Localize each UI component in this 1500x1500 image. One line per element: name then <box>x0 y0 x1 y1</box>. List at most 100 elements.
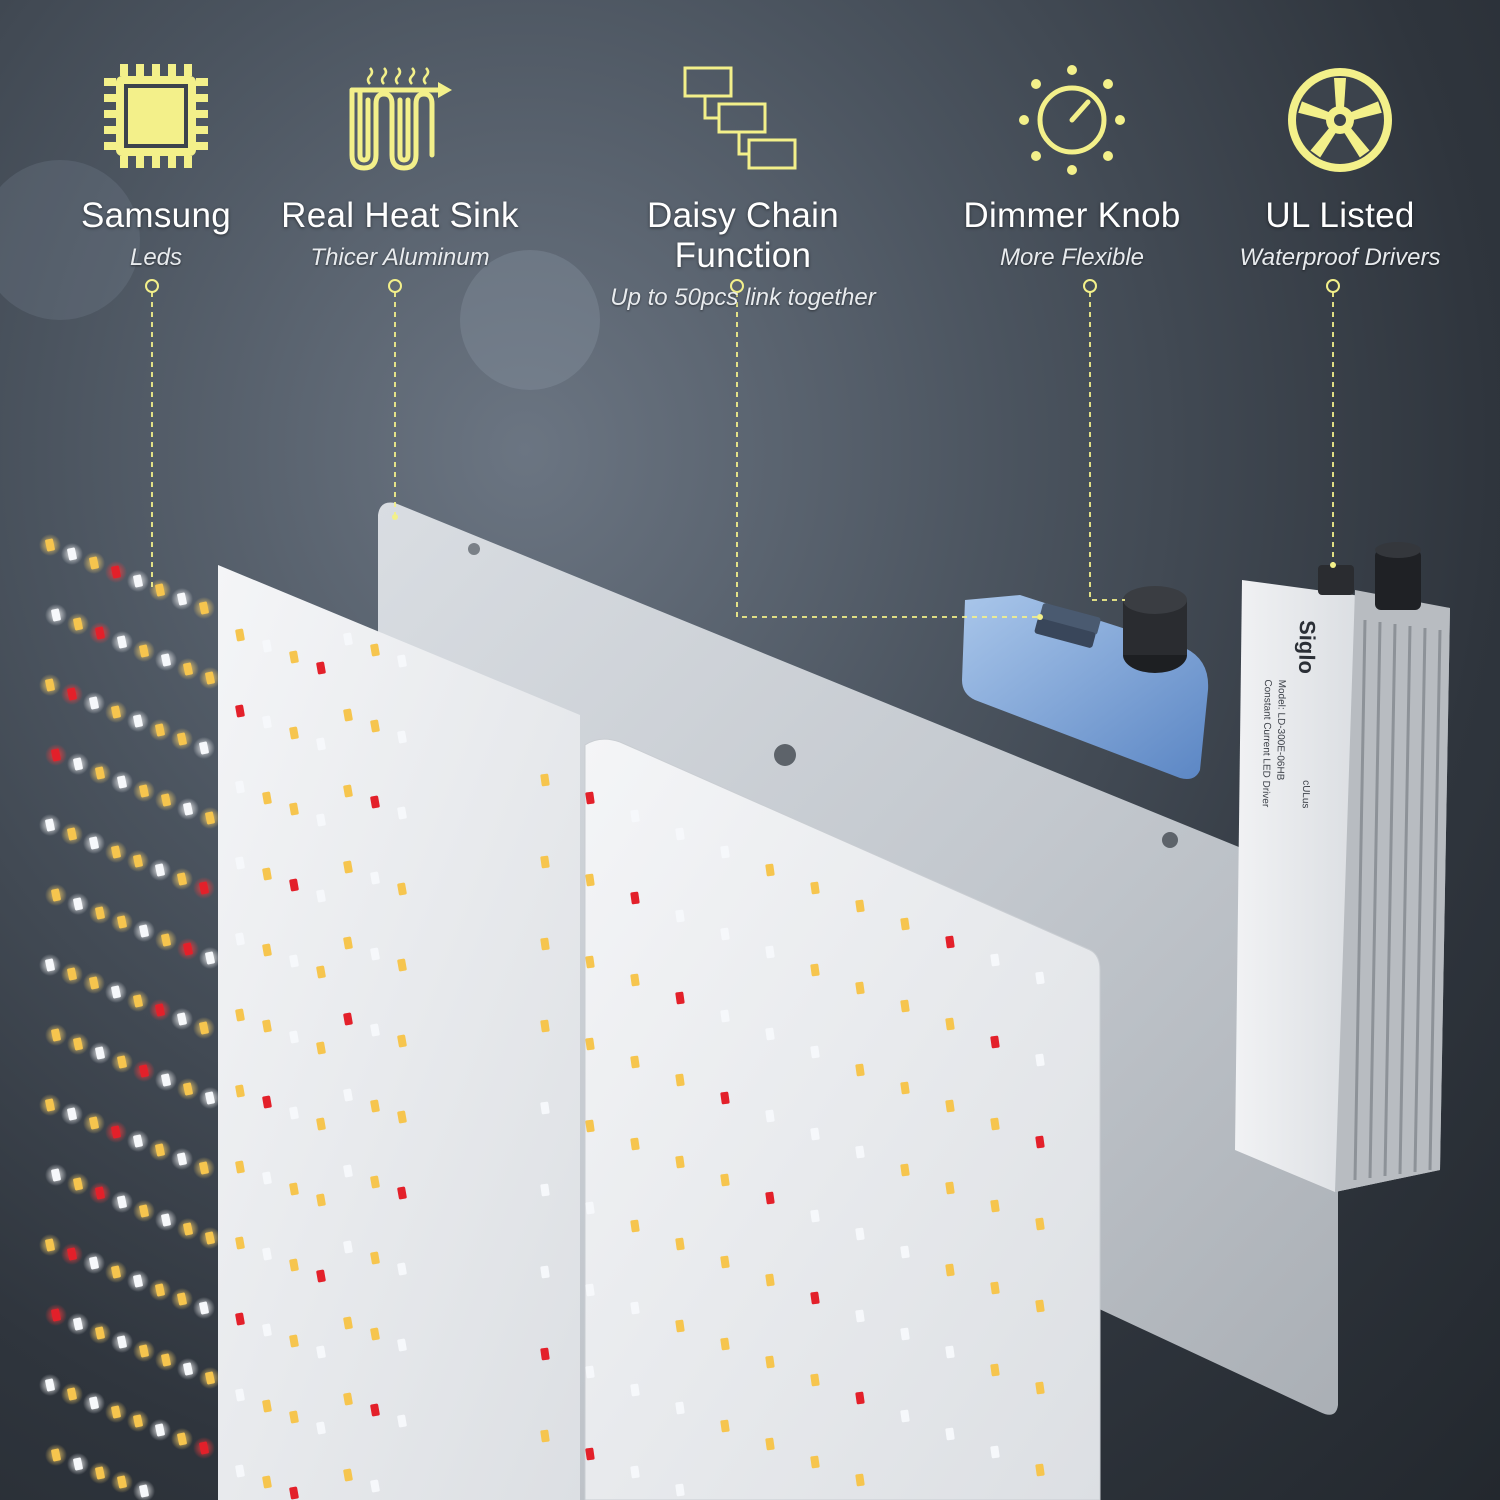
led-chip <box>95 1326 105 1340</box>
callout-markers <box>145 279 1340 293</box>
led-chip <box>397 958 407 972</box>
led-chip <box>316 1193 326 1207</box>
led-chip <box>89 1256 99 1270</box>
led-chip <box>139 1204 149 1218</box>
led-chip <box>289 1334 299 1348</box>
led-chip <box>139 784 149 798</box>
callout-endpoints <box>392 514 1336 620</box>
led-chip <box>161 933 171 947</box>
led-chip <box>155 723 165 737</box>
led-chip <box>139 1484 149 1498</box>
led-chip <box>199 601 209 615</box>
led-chip <box>765 863 775 877</box>
led-chip <box>133 1134 143 1148</box>
led-chip <box>945 1017 955 1031</box>
led-chip <box>89 1396 99 1410</box>
heat-sink-icon <box>349 67 452 171</box>
led-chip <box>370 1479 380 1493</box>
feature-title: Daisy Chain Function <box>647 196 839 275</box>
led-chip <box>1035 1135 1045 1149</box>
driver-model: Model: LD-300E-06HB <box>1274 680 1287 781</box>
led-chip <box>945 1263 955 1277</box>
led-chip <box>235 856 245 870</box>
led-chip <box>585 873 595 887</box>
led-chip <box>810 1455 820 1469</box>
led-chip <box>183 942 193 956</box>
led-chip <box>177 872 187 886</box>
led-chip <box>585 791 595 805</box>
led-chip <box>370 1175 380 1189</box>
led-chip <box>89 696 99 710</box>
led-chip <box>205 671 215 685</box>
led-chip <box>720 1091 730 1105</box>
led-board-left <box>218 565 580 1500</box>
led-chip <box>183 1222 193 1236</box>
led-chip <box>343 1316 353 1330</box>
led-chip <box>900 917 910 931</box>
led-chip <box>720 1009 730 1023</box>
led-chip <box>540 1429 550 1443</box>
led-chip <box>343 1012 353 1026</box>
led-chip <box>117 1335 127 1349</box>
led-chip <box>316 1345 326 1359</box>
led-chip <box>51 1028 61 1042</box>
led-chip <box>343 1392 353 1406</box>
led-chip <box>289 1258 299 1272</box>
led-chip <box>111 845 121 859</box>
led-chip <box>343 1164 353 1178</box>
led-chip <box>585 1201 595 1215</box>
led-chip <box>675 1319 685 1333</box>
feature-heat-sink: Real Heat Sink Thicer Aluminum <box>250 60 550 272</box>
led-chip <box>183 1362 193 1376</box>
led-chip <box>675 1483 685 1497</box>
led-chip <box>343 632 353 646</box>
led-chip <box>316 1117 326 1131</box>
led-chip <box>585 1365 595 1379</box>
led-chip <box>855 981 865 995</box>
led-chip <box>990 1199 1000 1213</box>
led-chip <box>262 1019 272 1033</box>
led-chip <box>262 1323 272 1337</box>
led-chip <box>95 1466 105 1480</box>
led-chip <box>67 547 77 561</box>
mounting-hole <box>774 744 796 766</box>
led-chip <box>316 661 326 675</box>
led-chip <box>183 662 193 676</box>
led-chip <box>262 867 272 881</box>
led-chip <box>117 1195 127 1209</box>
feature-ul-listed: UL Listed Waterproof Drivers <box>1190 60 1490 272</box>
led-chip <box>630 973 640 987</box>
led-chip <box>990 1445 1000 1459</box>
led-chip <box>289 802 299 816</box>
led-chip <box>900 1327 910 1341</box>
led-chip <box>111 565 121 579</box>
led-chip <box>117 635 127 649</box>
led-chip <box>945 1345 955 1359</box>
led-board-right <box>584 738 1101 1500</box>
led-chip <box>945 1099 955 1113</box>
led-chip <box>235 932 245 946</box>
led-chip <box>289 878 299 892</box>
led-chip <box>262 1171 272 1185</box>
led-chip <box>900 1409 910 1423</box>
led-chip <box>720 1337 730 1351</box>
led-chip <box>316 1269 326 1283</box>
led-chip <box>235 1160 245 1174</box>
led-chip <box>117 1055 127 1069</box>
led-chip <box>199 1021 209 1035</box>
led-chip <box>540 1101 550 1115</box>
driver-mark: cULus <box>1300 780 1311 809</box>
led-chip <box>990 1117 1000 1131</box>
led-chip <box>370 1327 380 1341</box>
led-chip <box>111 985 121 999</box>
feature-title: Real Heat Sink <box>281 196 519 235</box>
led-chip <box>155 1003 165 1017</box>
feature-subtitle: Thicer Aluminum <box>310 244 490 271</box>
led-chip <box>810 1045 820 1059</box>
led-chip <box>855 1391 865 1405</box>
led-chip <box>45 678 55 692</box>
led-chip <box>45 818 55 832</box>
led-driver: Siglo Model: LD-300E-06HB Constant Curre… <box>1235 542 1450 1192</box>
led-chip <box>95 766 105 780</box>
led-chip <box>720 927 730 941</box>
